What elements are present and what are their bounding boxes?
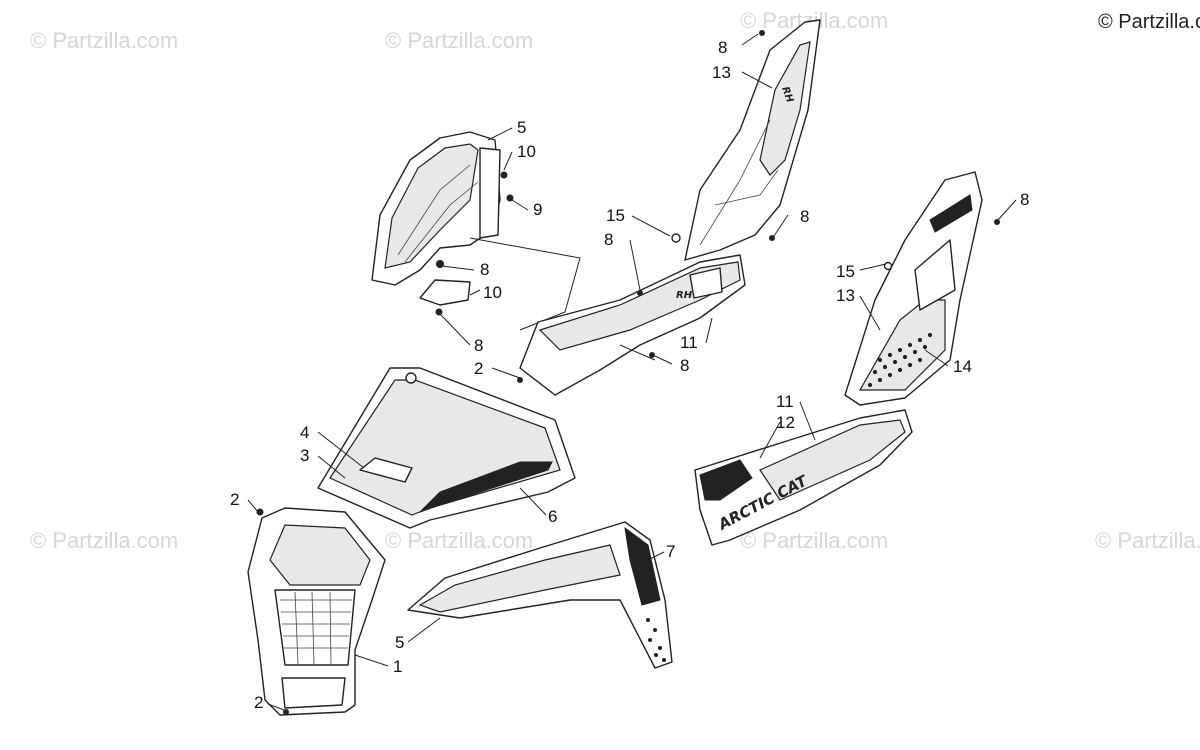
callout-5-top: 5 <box>517 118 526 137</box>
callout-10-top: 10 <box>517 142 536 161</box>
watermark-bottom-center: © Partzilla.com <box>385 528 533 553</box>
callout-2-low: 2 <box>254 693 263 712</box>
callout-3: 3 <box>300 446 309 465</box>
callout-2-left: 2 <box>230 490 239 509</box>
part-rh-lower-side-panel: RH <box>517 254 746 396</box>
callout-8-mid-a: 8 <box>604 230 613 249</box>
callout-2-mid: 2 <box>474 359 483 378</box>
callout-8-right: 8 <box>1020 190 1029 209</box>
rh-decal-lower: RH <box>676 290 693 301</box>
callout-4: 4 <box>300 423 309 442</box>
fender-dots <box>646 618 666 662</box>
callout-labels: 8 13 5 10 9 15 8 8 8 10 8 2 11 8 8 15 13… <box>230 38 1029 712</box>
part-upper-left-shroud <box>371 131 581 331</box>
part-lower-fender <box>407 521 673 669</box>
part-rh-upper-side-panel: RH <box>671 19 821 261</box>
part-front-grille <box>247 507 386 716</box>
callout-1: 1 <box>393 657 402 676</box>
callout-5-low: 5 <box>395 633 404 652</box>
watermark-top-left: © Partzilla.com <box>30 28 178 53</box>
callout-7: 7 <box>666 542 675 561</box>
rh-decal-upper: RH <box>779 85 795 104</box>
callout-15-mid: 15 <box>606 206 625 225</box>
callout-15-right: 15 <box>836 262 855 281</box>
grille-mesh <box>280 591 352 665</box>
checker-pattern-upper <box>867 332 933 388</box>
callout-13-top: 13 <box>712 63 731 82</box>
watermarks: © Partzilla.com © Partzilla.com © Partzi… <box>30 8 1200 553</box>
callout-8-left-a: 8 <box>480 260 489 279</box>
watermark-bottom-left: © Partzilla.com <box>30 528 178 553</box>
callout-13-right: 13 <box>836 286 855 305</box>
part-hood <box>317 367 576 529</box>
part-right-upper-panel <box>844 171 1000 406</box>
callout-8-mid-c: 8 <box>680 356 689 375</box>
watermark-bottom-far-right: © Partzilla.com <box>1095 528 1200 553</box>
callout-9: 9 <box>533 200 542 219</box>
watermark-bottom-right: © Partzilla.com <box>740 528 888 553</box>
watermark-top-center: © Partzilla.com <box>385 28 533 53</box>
callout-6: 6 <box>548 507 557 526</box>
part-right-lower-panel: ARCTIC CAT <box>694 409 913 546</box>
callout-8-top: 8 <box>718 38 727 57</box>
callout-8-left-b: 8 <box>474 336 483 355</box>
callout-12: 12 <box>776 413 795 432</box>
callout-14: 14 <box>953 357 972 376</box>
callout-11-right: 11 <box>776 392 794 411</box>
callout-10-left: 10 <box>483 283 502 302</box>
callout-8-mid-b: 8 <box>800 207 809 226</box>
leader-lines <box>247 33 1017 711</box>
copyright-label: © Partzilla.com <box>1098 11 1200 33</box>
callout-11-mid: 11 <box>680 333 698 352</box>
